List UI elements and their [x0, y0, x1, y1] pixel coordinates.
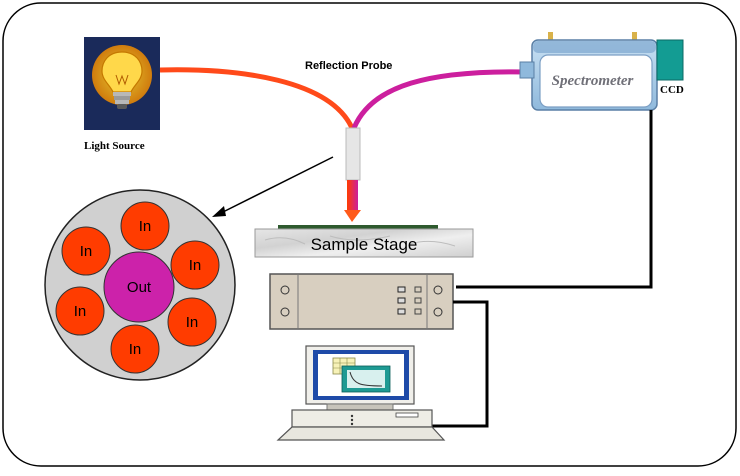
controller-unit [269, 273, 454, 330]
in-fiber [120, 201, 170, 251]
in-fiber-label: In [74, 303, 87, 320]
read-fiber [351, 69, 529, 129]
in-fiber [55, 286, 105, 336]
computer [276, 345, 446, 441]
spectrometer-face [539, 54, 653, 108]
light-bulb-icon [101, 51, 143, 109]
keyboard [276, 426, 446, 441]
in-fiber [110, 324, 160, 374]
probe-sheath [345, 127, 361, 181]
in-fiber-label: In [189, 257, 202, 274]
sample-stage [254, 228, 474, 258]
probe-arrow-icon [344, 210, 361, 222]
light-source [84, 37, 160, 130]
probe-tip [347, 180, 358, 210]
spectrometer-label: Spectrometer [551, 73, 634, 89]
pointer-line [218, 156, 334, 215]
controller-body [269, 273, 454, 330]
out-fiber [103, 251, 175, 323]
in-fiber-label: In [129, 341, 142, 358]
illumination-fiber [159, 67, 355, 130]
spectrometer [519, 32, 684, 111]
spectrometer-cable [456, 110, 653, 289]
in-fiber-label: In [186, 314, 199, 331]
pointer-arrow-icon [212, 206, 226, 217]
in-fiber [170, 240, 220, 290]
in-fiber [61, 226, 111, 276]
computer-cable [431, 300, 489, 428]
ccd-label: CCD [660, 84, 684, 96]
fiber-bundle-face: Out In In In In In In [44, 189, 236, 381]
in-fiber-label: In [139, 218, 152, 235]
ccd-detector [656, 39, 684, 81]
fiber-port [519, 61, 535, 79]
reflection-probe-label: Reflection Probe [305, 60, 393, 72]
sample [278, 225, 438, 230]
sample-stage-label: Sample Stage [310, 235, 418, 254]
computer-base [291, 409, 433, 428]
in-fiber [167, 297, 217, 347]
light-source-label: Light Source [84, 140, 145, 152]
in-fiber-label: In [80, 243, 93, 260]
out-fiber-label: Out [127, 279, 152, 296]
